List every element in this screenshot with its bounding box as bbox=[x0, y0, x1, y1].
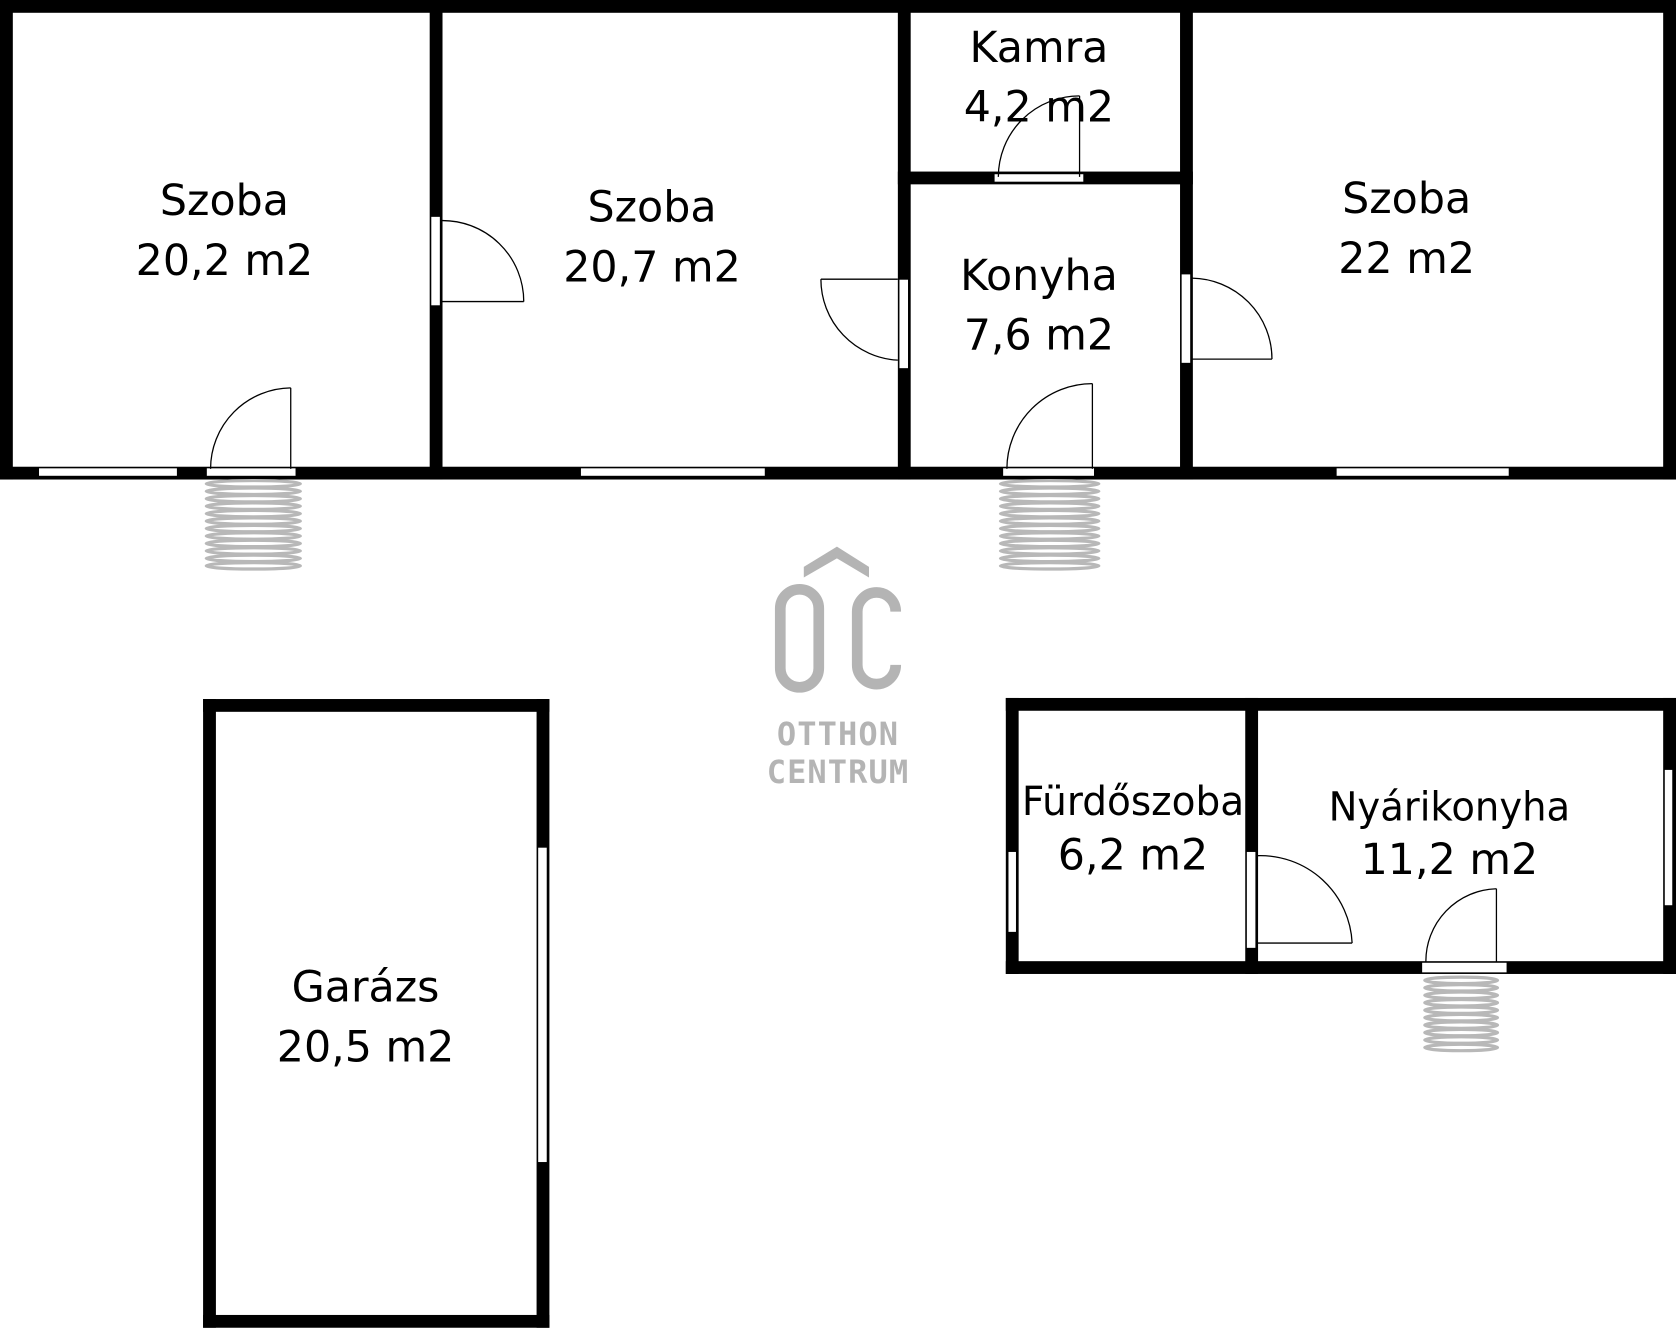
room-area: 20,7 m2 bbox=[563, 242, 741, 292]
garage: Garázs 20,5 m2 bbox=[203, 699, 550, 1328]
room-area: 4,2 m2 bbox=[964, 83, 1114, 133]
roof-icon bbox=[803, 546, 869, 578]
door bbox=[1245, 850, 1353, 949]
room-name: Fürdőszoba bbox=[1022, 777, 1244, 825]
room-area: 22 m2 bbox=[1338, 234, 1475, 284]
wall-left bbox=[0, 0, 13, 480]
wall-bottom bbox=[0, 466, 1676, 480]
wall-bottom bbox=[203, 1314, 550, 1328]
summer-kitchen-building: Fürdőszoba 6,2 m2 Nyárikonyha 11,2 m2 bbox=[1005, 697, 1676, 1053]
window bbox=[1007, 850, 1018, 933]
door bbox=[1421, 888, 1508, 974]
wall-interior bbox=[1180, 0, 1193, 480]
door bbox=[205, 387, 297, 477]
room-szoba-3: Szoba 22 m2 bbox=[1338, 174, 1475, 284]
room-kamra: Kamra 4,2 m2 bbox=[964, 23, 1114, 133]
window bbox=[1663, 768, 1674, 907]
room-szoba-1: Szoba 20,2 m2 bbox=[136, 176, 314, 286]
steps bbox=[1423, 975, 1500, 1053]
wall-right bbox=[1663, 0, 1676, 480]
wall-left bbox=[203, 699, 216, 1328]
logo-line1: OTTHON bbox=[777, 715, 899, 753]
window bbox=[1335, 467, 1510, 477]
wall-top bbox=[1005, 697, 1676, 711]
main-house: Szoba 20,2 m2 Szoba 20,7 m2 Kamra 4,2 m2… bbox=[0, 0, 1676, 571]
logo-line2: CENTRUM bbox=[767, 753, 910, 791]
room-name: Garázs bbox=[292, 963, 440, 1013]
window bbox=[37, 467, 178, 477]
wall-top bbox=[0, 0, 1676, 13]
room-name: Szoba bbox=[587, 183, 716, 233]
garage-door bbox=[537, 846, 548, 1164]
room-name: Nyárikonyha bbox=[1329, 783, 1571, 831]
room-name: Konyha bbox=[960, 251, 1118, 301]
room-area: 20,2 m2 bbox=[136, 236, 314, 286]
door bbox=[430, 215, 525, 307]
room-area: 20,5 m2 bbox=[277, 1022, 455, 1072]
steps bbox=[998, 478, 1101, 571]
door bbox=[820, 278, 910, 370]
room-furdoszoba: Fürdőszoba 6,2 m2 bbox=[1022, 777, 1244, 880]
room-nyarikonyha: Nyárikonyha 11,2 m2 bbox=[1329, 783, 1571, 885]
otthon-centrum-logo: OTTHON CENTRUM bbox=[767, 546, 910, 791]
room-konyha: Konyha 7,6 m2 bbox=[960, 251, 1118, 361]
logo-o-icon bbox=[774, 583, 825, 693]
door bbox=[1180, 273, 1273, 364]
room-name: Szoba bbox=[160, 176, 289, 226]
wall-bottom bbox=[1005, 961, 1676, 974]
logo-c-icon bbox=[851, 587, 902, 690]
room-name: Kamra bbox=[970, 23, 1109, 73]
room-area: 11,2 m2 bbox=[1361, 835, 1539, 885]
room-szoba-2: Szoba 20,7 m2 bbox=[563, 183, 741, 293]
door bbox=[993, 95, 1085, 183]
door bbox=[1002, 382, 1096, 477]
wall-top bbox=[203, 699, 550, 712]
wall-interior bbox=[897, 0, 911, 480]
room-name: Szoba bbox=[1342, 174, 1471, 224]
room-area: 6,2 m2 bbox=[1058, 831, 1208, 881]
window bbox=[579, 467, 766, 477]
room-area: 7,6 m2 bbox=[964, 311, 1114, 361]
steps bbox=[204, 478, 302, 571]
